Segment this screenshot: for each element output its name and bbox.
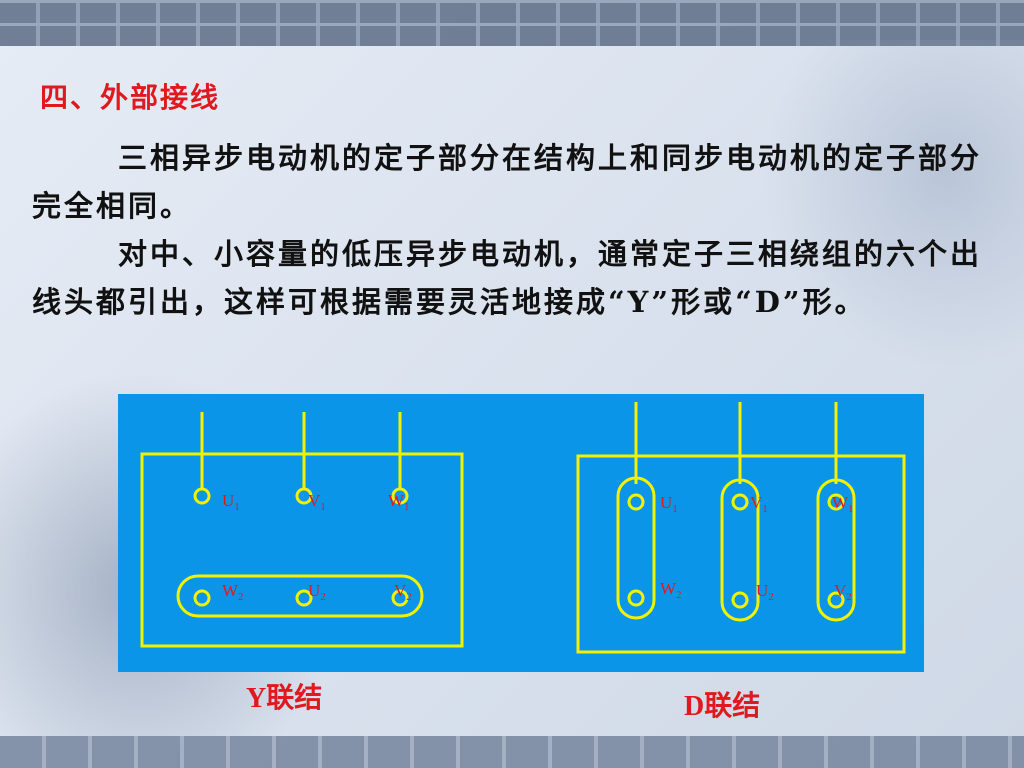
y-star-link	[176, 574, 424, 618]
y-terminal-v1	[295, 487, 313, 505]
d-link-u	[616, 476, 656, 620]
paragraph-1-text: 三相异步电动机的定子部分在结构上和同步电动机的定子部分完全相同。	[32, 141, 983, 223]
y-terminal-w1	[391, 487, 409, 505]
bottom-decorative-band	[0, 736, 1024, 768]
d-terminal-w1	[827, 493, 845, 511]
y-terminal-v2	[391, 589, 409, 607]
d-label-u2: U2	[756, 581, 774, 603]
d-terminal-v2	[827, 591, 845, 609]
background-wall-image-right	[760, 40, 1024, 370]
y-label-v2: V2	[394, 581, 412, 603]
y-label-w1: W1	[388, 491, 410, 513]
wiring-diagram-panel: U1 V1 W1 W2 U2 V2 U1 V1 W1 W2 U2 V2	[118, 394, 924, 672]
y-terminal-w2	[193, 589, 211, 607]
top-decorative-band	[0, 0, 1024, 46]
y-connection-caption: Y联结	[246, 683, 323, 714]
d-label-v1: V1	[750, 493, 768, 515]
paragraph-1: 三相异步电动机的定子部分在结构上和同步电动机的定子部分完全相同。	[32, 134, 1002, 230]
d-connection-caption: D联结	[684, 691, 761, 722]
y-label-v1: V1	[308, 491, 326, 513]
paragraph-2-text: 对中、小容量的低压异步电动机，通常定子三相绕组的六个出线头都引出，这样可根据需要…	[32, 237, 983, 319]
d-terminal-v1	[731, 493, 749, 511]
d-label-w2: W2	[660, 579, 682, 601]
y-label-u1: U1	[222, 491, 240, 513]
d-link-v	[720, 478, 760, 622]
y-terminal-u2	[295, 589, 313, 607]
d-label-u1: U1	[660, 493, 678, 515]
y-label-w2: W2	[222, 581, 244, 603]
d-label-v2: V2	[834, 581, 852, 603]
y-terminal-u1	[193, 487, 211, 505]
d-link-w	[816, 478, 856, 622]
wiring-diagram-svg	[140, 402, 906, 654]
section-heading: 四、外部接线	[40, 81, 221, 114]
d-terminal-w2	[627, 589, 645, 607]
paragraph-2: 对中、小容量的低压异步电动机，通常定子三相绕组的六个出线头都引出，这样可根据需要…	[32, 230, 1002, 326]
d-label-w1: W1	[832, 493, 854, 515]
d-terminal-u1	[627, 493, 645, 511]
y-label-u2: U2	[308, 581, 326, 603]
d-terminal-u2	[731, 591, 749, 609]
y-terminal-box	[140, 452, 464, 648]
